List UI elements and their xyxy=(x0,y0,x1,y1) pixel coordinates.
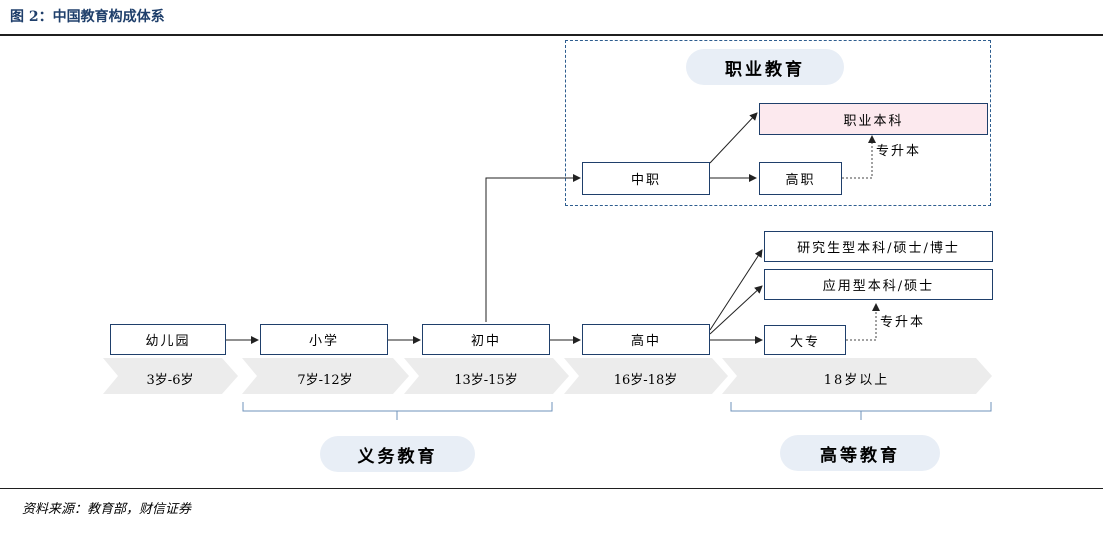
age-label-4: 16岁-18岁 xyxy=(613,373,678,388)
age-chevron-2 xyxy=(242,358,409,394)
arrow-junior-vocational xyxy=(485,174,581,322)
compulsory-education-label: 义务教育 xyxy=(320,436,475,472)
age-chevron-4 xyxy=(564,358,728,394)
age-chevron-3 xyxy=(404,358,569,394)
kindergarten-box: 幼儿园 xyxy=(110,324,226,355)
secondary-vocational-box: 中职 xyxy=(582,162,710,195)
junior-high-box: 初中 xyxy=(422,324,550,355)
higher-vocational-box: 高职 xyxy=(759,162,842,195)
arrow-senior-research xyxy=(709,249,763,331)
age-label-3: 13岁-15岁 xyxy=(454,373,518,388)
arrow-senior-applied xyxy=(709,285,763,335)
upgrade-path-vocational xyxy=(842,135,876,179)
source-note: 资料来源：教育部，财信证券 xyxy=(22,502,192,517)
age-label-5: 18岁以上 xyxy=(823,373,890,388)
top-rule xyxy=(0,34,1103,36)
figure-title: 图 2：中国教育构成体系 xyxy=(10,9,165,25)
vocational-upgrade-note: 专升本 xyxy=(876,144,922,159)
research-degree-box: 研究生型本科/硕士/博士 xyxy=(764,231,993,262)
age-label-1: 3岁-6岁 xyxy=(146,373,194,388)
compulsory-bracket xyxy=(242,402,553,420)
college-upgrade-note: 专升本 xyxy=(880,315,926,330)
age-chevron-1 xyxy=(103,358,238,394)
primary-school-box: 小学 xyxy=(260,324,388,355)
higher-education-label: 高等教育 xyxy=(780,435,940,471)
age-band xyxy=(103,358,992,394)
higher-ed-bracket xyxy=(730,402,992,420)
vocational-bachelor-box: 职业本科 xyxy=(759,103,988,135)
senior-high-box: 高中 xyxy=(582,324,710,355)
age-label-2: 7岁-12岁 xyxy=(297,373,353,388)
applied-degree-box: 应用型本科/硕士 xyxy=(764,269,993,300)
college-box: 大专 xyxy=(764,325,846,355)
bottom-rule xyxy=(0,488,1103,489)
upgrade-path-college xyxy=(846,303,880,341)
age-chevron-5 xyxy=(722,358,992,394)
vocational-label: 职业教育 xyxy=(686,49,844,85)
vocational-frame xyxy=(565,40,991,206)
arrow-secondary-bachelor xyxy=(709,112,758,164)
